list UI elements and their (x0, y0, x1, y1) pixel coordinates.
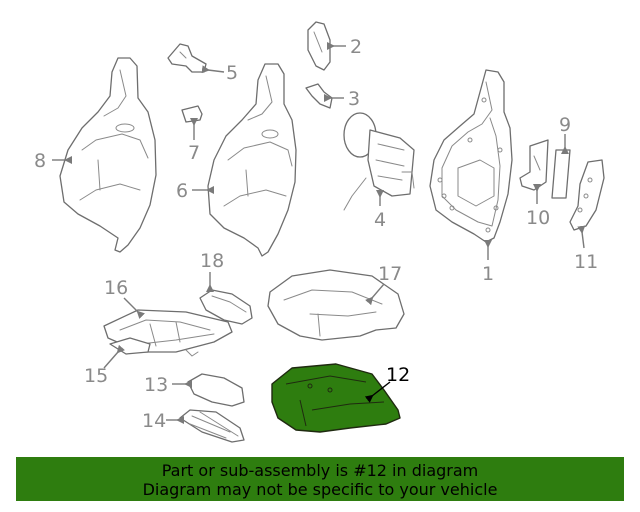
exploded-seat-diagram: 2 3 5 7 8 6 4 1 9 10 11 18 17 16 15 13 1… (34, 21, 605, 443)
part-6-seatback-cover (207, 63, 297, 257)
part-11-side-panel (569, 159, 605, 231)
callout-18: 18 (200, 250, 224, 272)
leader-17 (365, 283, 385, 306)
callout-15: 15 (84, 365, 108, 387)
callout-6: 6 (176, 180, 188, 202)
callout-9: 9 (559, 114, 571, 136)
leader-5 (201, 65, 225, 74)
part-9-strip (551, 149, 571, 199)
callout-labels: 2 3 5 7 8 6 4 1 9 10 11 18 17 16 15 13 1… (34, 36, 598, 432)
callout-7: 7 (188, 142, 200, 164)
part-17-cushion-cover (267, 269, 405, 341)
part-1-seatback-frame (429, 69, 513, 243)
part-5-trim (167, 43, 207, 73)
part-3-bracket (305, 83, 333, 109)
part-14-mesh (179, 409, 245, 443)
leader-15 (103, 344, 125, 369)
part-12-highlighted-cushion (271, 363, 401, 433)
part-8-seatback-cover (59, 57, 157, 253)
part-4-lumbar-support (343, 112, 415, 211)
callout-4: 4 (374, 209, 386, 231)
callout-11: 11 (574, 251, 598, 273)
callout-13: 13 (144, 374, 168, 396)
part-13-pad (187, 373, 245, 407)
part-7-pad (181, 105, 203, 123)
leader-lines (52, 42, 586, 424)
leader-11 (577, 225, 586, 249)
leader-16 (123, 297, 146, 320)
part-2-bracket (307, 21, 331, 71)
callout-5: 5 (226, 62, 238, 84)
callout-8: 8 (34, 150, 46, 172)
part-18-cushion-pad (199, 289, 253, 325)
callout-16: 16 (104, 277, 128, 299)
notice-banner: Part or sub-assembly is #12 in diagram D… (16, 457, 624, 501)
part-10-bracket (519, 139, 549, 191)
callout-14: 14 (142, 410, 166, 432)
leader-12 (364, 381, 391, 403)
callout-3: 3 (348, 88, 360, 110)
callout-17: 17 (378, 263, 402, 285)
callout-2: 2 (350, 36, 362, 58)
callout-1: 1 (482, 263, 494, 285)
notice-line-2: Diagram may not be specific to your vehi… (142, 480, 498, 499)
notice-line-1: Part or sub-assembly is #12 in diagram (161, 461, 479, 480)
callout-10: 10 (526, 207, 550, 229)
callout-12: 12 (386, 364, 410, 386)
